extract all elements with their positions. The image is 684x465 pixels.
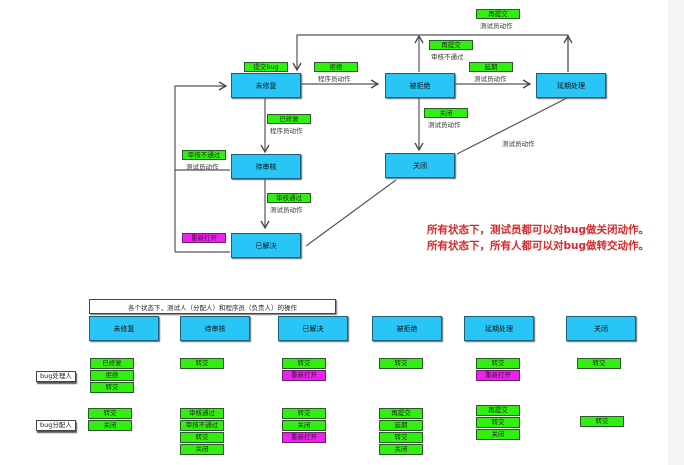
action-tag: 转交 [90,382,134,393]
action-close: 关闭 [424,108,468,118]
column-header-unfixed: 未修复 [89,316,159,341]
column-header-resolved: 已解决 [278,316,348,341]
action-tag: 转交 [282,408,326,419]
note-anyone-transfer: 所有状态下，所有人都可以对bug做转交动作。 [427,240,650,252]
state-deferred[interactable]: 延期处理 [536,73,606,98]
column-label: 被拒绝 [396,324,418,333]
action-tag: 已修复 [90,358,134,369]
action-tag: 转交 [88,408,132,419]
state-label: 延期处理 [557,81,585,90]
action-tag: 审核不通过 [180,420,224,431]
actor-note: 测试员动作 [502,140,535,148]
actor-note: 测试员动作 [270,206,303,214]
action-tag: 转交 [180,358,224,369]
state-label: 被拒绝 [409,81,431,90]
actor-note: 程序员动作 [270,127,303,135]
column-label: 延期处理 [485,324,513,333]
action-tag: 转交 [476,358,520,369]
action-tag: 转交 [379,358,423,369]
action-reopen: 重新打开 [182,233,226,243]
edge-deferred-to-closed [456,97,568,155]
action-fixed: 已修复 [267,114,311,124]
action-tag: 关闭 [88,420,132,431]
role-label-handler: bug处理人 [36,371,76,382]
state-pending-review[interactable]: 待审核 [231,154,301,179]
action-tag: 再提交 [379,408,423,419]
note-tester-close: 所有状态下，测试员都可以对bug做关闭动作。 [427,224,650,236]
actor-note: 测试员动作 [480,22,513,30]
action-reject: 拒绝 [314,62,358,72]
column-header-closed: 关闭 [566,316,636,341]
action-tag: 延期 [379,420,423,431]
state-closed[interactable]: 关闭 [385,153,455,178]
table-title-text: 各个状态下，测试人（分配人）和程序员（负责人）的操作 [128,303,297,312]
handler-actions-rejected: 转交 [379,358,423,369]
action-tag: 转交 [282,358,326,369]
action-tag: 重新打开 [476,370,520,381]
column-label: 未修复 [113,324,135,333]
action-tag: 转交 [580,416,624,427]
handler-actions-unfixed: 已修复拒绝转交 [90,358,134,393]
action-resubmit-rejected: 再提交 [429,40,473,50]
action-tag: 审核通过 [180,408,224,419]
state-unfixed[interactable]: 未修复 [231,73,301,98]
right-margin [668,0,684,465]
handler-actions-deferred: 转交重新打开 [476,358,520,381]
action-tag: 关闭 [379,444,423,455]
action-tag: 拒绝 [90,370,134,381]
column-header-pending-review: 待审核 [180,316,250,341]
state-label: 已解决 [255,241,277,250]
action-tag: 重新打开 [282,370,326,381]
edge-left-loop-to-unfixed [174,81,228,252]
action-tag: 关闭 [282,420,326,431]
actor-note: 测试员动作 [186,163,219,171]
action-review-pass: 审核通过 [267,193,311,203]
actor-note: 测试员动作 [474,75,507,83]
edge-resolved-to-closed [305,179,397,247]
state-label: 未修复 [255,81,277,90]
assigner-actions-rejected: 再提交延期转交关闭 [379,408,423,455]
actor-note: 测试员动作 [428,121,461,129]
action-defer: 延期 [469,62,513,72]
assigner-actions-deferred: 再提交转交关闭 [476,405,520,440]
table-title: 各个状态下，测试人（分配人）和程序员（负责人）的操作 [89,299,336,314]
actor-note: 程序员动作 [318,75,351,83]
action-submit-bug: 提交bug [244,62,288,72]
assigner-actions-resolved: 转交关闭重新打开 [282,408,326,443]
role-label-assigner: bug分配人 [36,420,76,431]
column-label: 已解决 [302,324,324,333]
column-header-deferred: 延期处理 [464,316,534,341]
state-resolved[interactable]: 已解决 [231,233,301,258]
action-tag: 转交 [577,358,621,369]
assigner-actions-pending-review: 审核通过审核不通过转交关闭 [180,408,224,455]
handler-actions-pending-review: 转交 [180,358,224,369]
handler-actions-closed: 转交 [577,358,621,369]
state-rejected[interactable]: 被拒绝 [385,73,455,98]
action-tag: 转交 [180,432,224,443]
handler-actions-resolved: 转交重新打开 [282,358,326,381]
assigner-actions-unfixed: 转交关闭 [88,408,132,431]
state-label: 关闭 [413,161,427,170]
action-tag: 转交 [476,417,520,428]
action-tag: 再提交 [476,405,520,416]
actor-note: 审核不通过 [431,53,464,61]
action-review-fail: 审核不通过 [182,150,226,160]
assigner-actions-closed: 转交 [580,416,624,427]
action-tag: 重新打开 [282,432,326,443]
column-label: 关闭 [594,324,608,333]
column-header-rejected: 被拒绝 [372,316,442,341]
state-label: 待审核 [255,162,277,171]
action-tag: 关闭 [180,444,224,455]
action-resubmit-top: 再提交 [476,9,520,19]
action-tag: 关闭 [476,429,520,440]
action-tag: 转交 [379,432,423,443]
column-label: 待审核 [204,324,226,333]
